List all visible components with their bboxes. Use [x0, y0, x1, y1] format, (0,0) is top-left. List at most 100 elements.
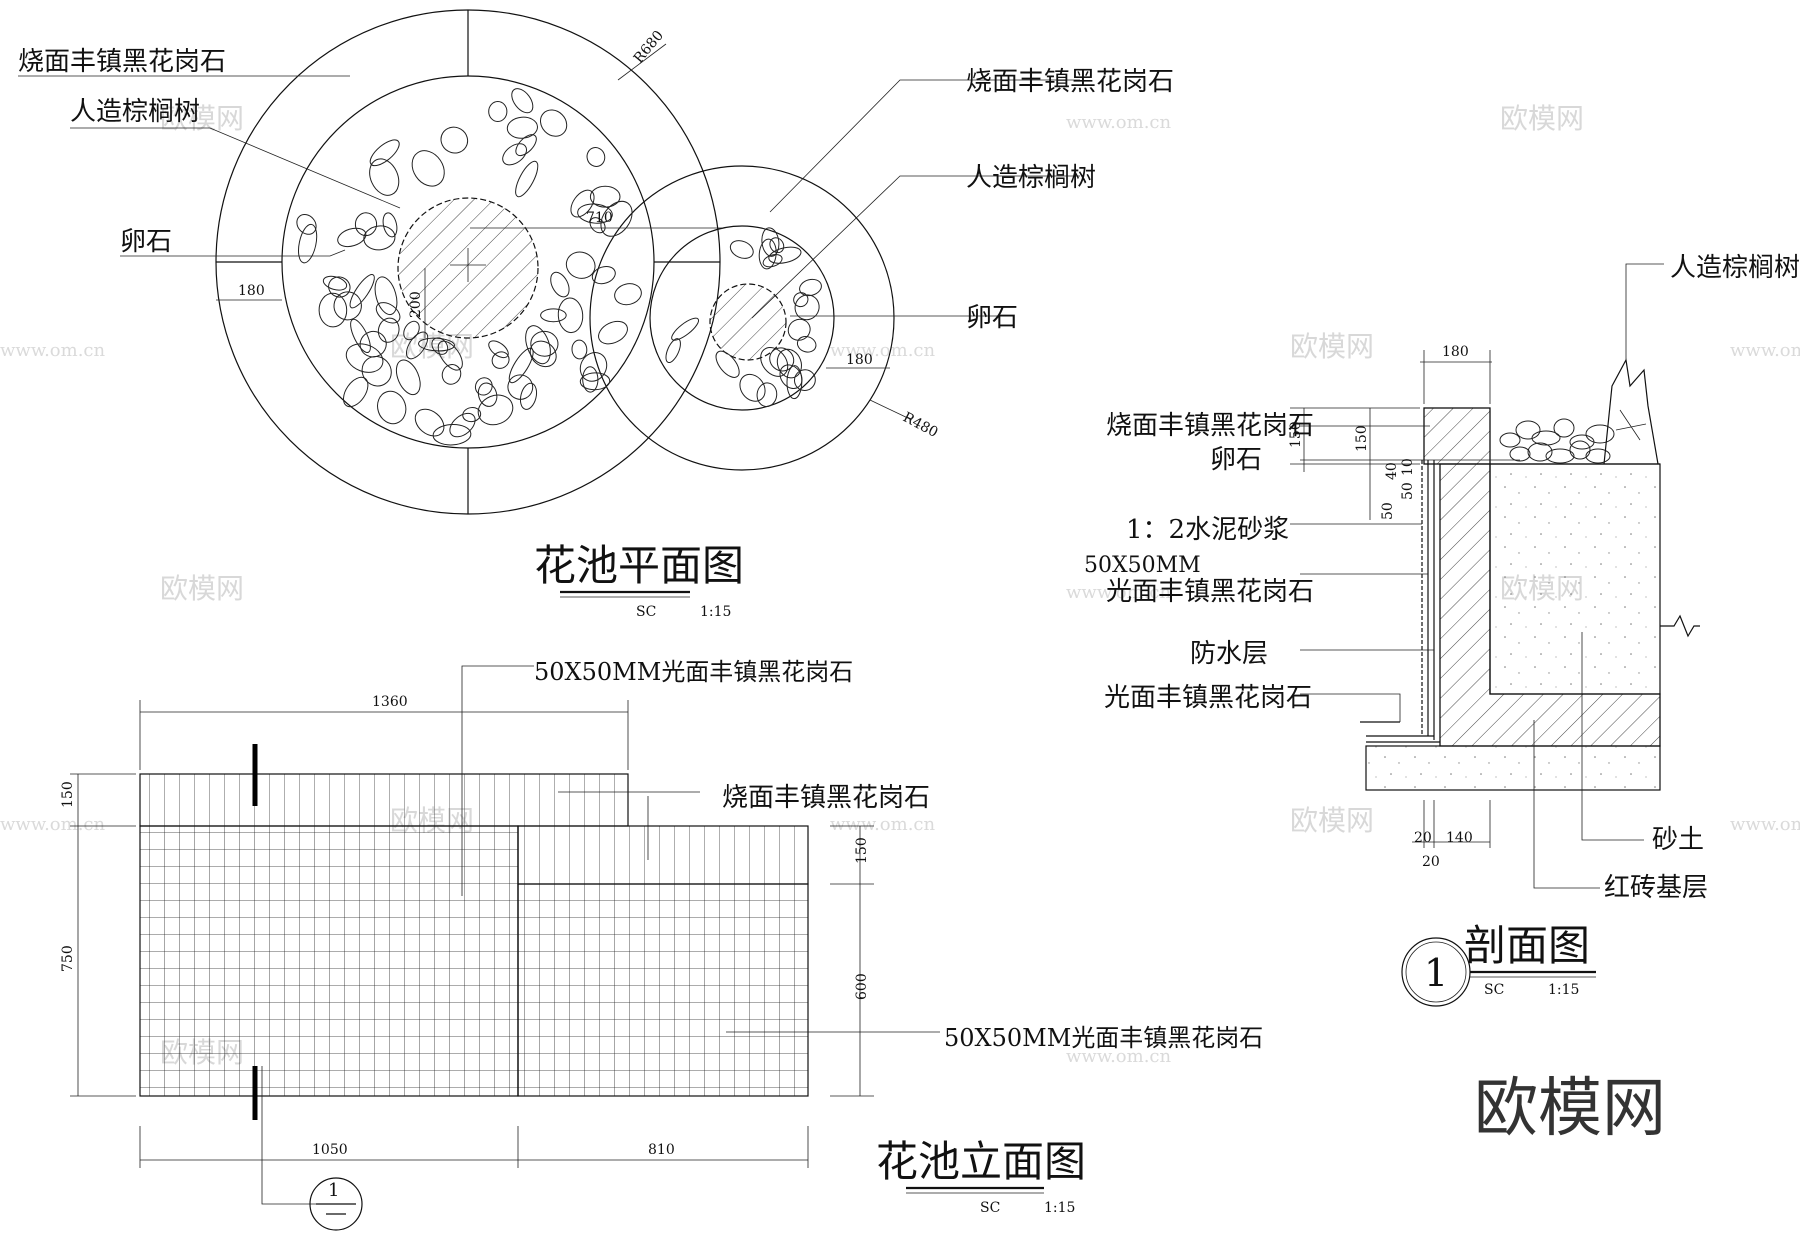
- sect-label-sand: 砂土: [1652, 825, 1704, 855]
- watermark: www.om.cn: [1730, 340, 1800, 361]
- sect-scale: 1:15: [1548, 982, 1579, 998]
- pebble: [525, 325, 551, 365]
- sect-dim-150a: 150: [1288, 421, 1304, 448]
- pebble: [671, 317, 700, 341]
- pebble: [1585, 424, 1615, 444]
- elevation-view: 1 1360 150 750 150 600 1050 810 50X50MM光…: [60, 658, 1263, 1231]
- sect-dim-40: 40: [1384, 462, 1400, 480]
- watermark: 欧模网: [160, 102, 244, 135]
- pebble: [395, 359, 421, 396]
- watermark: 欧模网: [1290, 804, 1374, 837]
- pebble: [799, 278, 822, 297]
- pebble: [557, 297, 584, 334]
- pebble: [515, 134, 537, 157]
- watermark: www.om.cn: [0, 814, 106, 835]
- pebble: [579, 372, 611, 391]
- pebble: [715, 350, 740, 378]
- pebble: [1531, 430, 1561, 446]
- pebble: [600, 200, 633, 237]
- pebble: [550, 271, 570, 298]
- sect-label-palm: 人造棕榈树: [1670, 253, 1800, 283]
- pebble: [739, 373, 766, 402]
- pebble: [591, 265, 616, 285]
- section-title-num: 1: [1424, 951, 1448, 995]
- plan-dim-200: 200: [408, 291, 424, 318]
- pebble: [477, 382, 498, 407]
- pebble: [337, 227, 367, 248]
- sect-dim-50a: 50: [1380, 502, 1396, 520]
- pebble: [758, 238, 777, 270]
- watermark: www.om.cn: [1066, 112, 1172, 133]
- pebble: [589, 185, 621, 208]
- pebble: [530, 330, 559, 357]
- pebble: [449, 412, 476, 438]
- pebble: [440, 126, 469, 154]
- sect-label-polished-granite-2: 光面丰镇黑花岗石: [1104, 683, 1312, 713]
- pebble: [354, 212, 378, 237]
- plan-scale: 1:15: [700, 604, 731, 620]
- plan-title: 花池平面图: [534, 541, 744, 590]
- plan-label-granite-1: 烧面丰镇黑花岗石: [18, 47, 226, 77]
- elev-dim-810: 810: [648, 1142, 675, 1158]
- sect-label-50x50: 50X50MM: [1084, 553, 1201, 578]
- sect-dim-20b: 20: [1422, 854, 1440, 870]
- elev-dim-600: 600: [854, 973, 870, 1000]
- pebble: [579, 352, 608, 382]
- pebble: [375, 302, 401, 324]
- pebble: [1585, 448, 1611, 464]
- watermark: www.om.cn: [1730, 814, 1800, 835]
- pebble: [377, 317, 400, 343]
- pebble: [762, 254, 783, 268]
- sect-scale-code: SC: [1484, 982, 1504, 998]
- pebble: [508, 347, 534, 384]
- pebble: [793, 369, 816, 392]
- pebble: [571, 339, 588, 360]
- plan-view: 180 710 200 180 R680 R480 烧面丰镇黑花岗石 人造棕榈树…: [18, 9, 1174, 620]
- pebble: [491, 351, 510, 369]
- plan-label-pebble-1: 卵石: [120, 227, 172, 257]
- sect-soil: [1489, 463, 1661, 695]
- pebble: [349, 274, 375, 309]
- pebble: [769, 237, 785, 254]
- section-marker-num: 1: [328, 1180, 339, 1201]
- pebble: [507, 374, 534, 400]
- pebble: [350, 318, 371, 354]
- sect-base: [1365, 745, 1661, 791]
- pebble: [570, 189, 595, 218]
- small-planter-inner: [649, 225, 835, 411]
- elev-right-wall: [517, 883, 809, 1097]
- pebble: [382, 212, 398, 238]
- pebble: [1527, 442, 1553, 462]
- pebble: [565, 251, 596, 279]
- section-view: 180 150 150 40 10 50 50 20 140 20 烧面丰镇黑花…: [1084, 253, 1800, 1007]
- plan-dim-180a: 180: [238, 283, 265, 299]
- plan-label-palm-1: 人造棕榈树: [70, 97, 200, 127]
- sect-dim-50b: 50: [1400, 482, 1416, 500]
- sect-dim-180: 180: [1442, 344, 1469, 360]
- pebble: [374, 276, 398, 316]
- pebble: [577, 203, 613, 224]
- pebble: [431, 337, 449, 355]
- elev-scale: 1:15: [1044, 1200, 1075, 1216]
- sect-coping: [1423, 407, 1491, 465]
- pebble: [462, 407, 482, 423]
- elev-dim-150b: 150: [854, 837, 870, 864]
- sect-dim-150b: 150: [1354, 425, 1370, 452]
- elev-dim-1050: 1050: [312, 1142, 348, 1158]
- pebble: [1509, 446, 1531, 462]
- palm-tree-small: [709, 283, 787, 361]
- plan-label-palm-2: 人造棕榈树: [966, 163, 1096, 193]
- section-marker: [309, 1177, 363, 1231]
- pebble: [540, 308, 567, 323]
- pebble: [333, 291, 362, 321]
- pebble: [665, 338, 681, 364]
- pebble: [1545, 448, 1575, 464]
- elev-label-grid-granite-1: 50X50MM光面丰镇黑花岗石: [534, 658, 853, 686]
- elev-dim-750: 750: [60, 945, 76, 972]
- pebble: [345, 343, 384, 373]
- pebble: [793, 292, 809, 308]
- pebble: [441, 364, 462, 385]
- watermark: 欧模网: [1290, 330, 1374, 363]
- plan-label-granite-2: 烧面丰镇黑花岗石: [966, 67, 1174, 97]
